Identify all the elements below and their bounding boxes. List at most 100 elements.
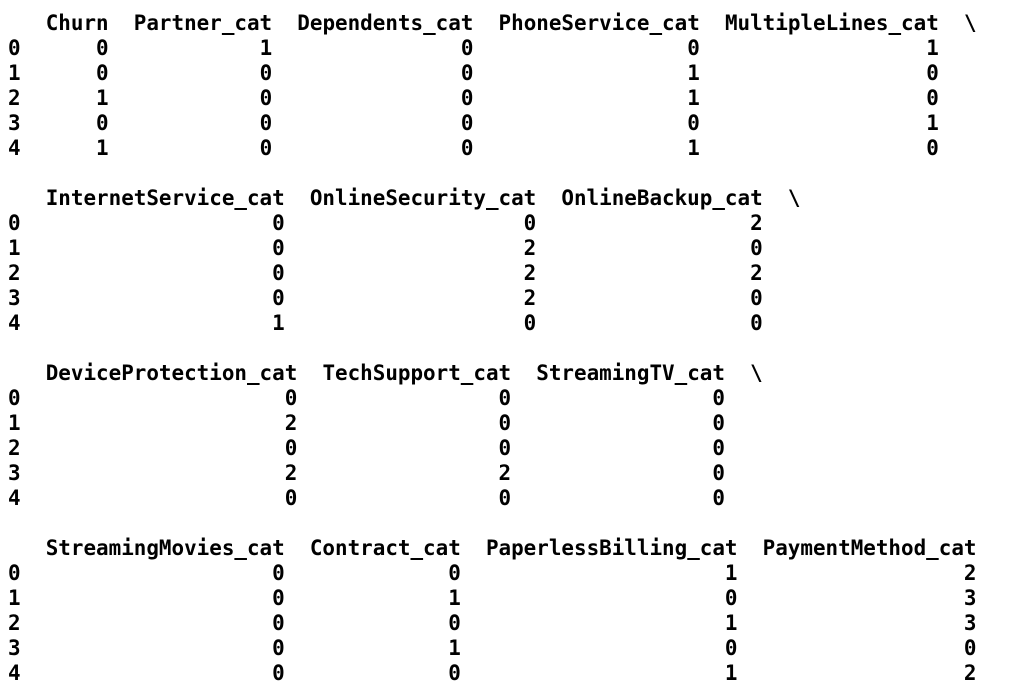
- row-index: 1: [8, 586, 21, 610]
- table-cell: 3: [963, 611, 977, 635]
- table-row: 0 0 0 1 2: [8, 561, 977, 586]
- column-header: PhoneService_cat: [498, 11, 700, 35]
- column-header: InternetService_cat: [45, 186, 285, 210]
- table-cell: 0: [687, 111, 700, 135]
- table-cell: 1: [926, 36, 939, 60]
- table-cell: 0: [272, 236, 285, 260]
- blank-line: [8, 161, 977, 186]
- continuation-marker: \: [787, 186, 801, 210]
- header-row: DeviceProtection_cat TechSupport_cat Str…: [8, 361, 977, 386]
- table-row: 3 0 2 0: [8, 286, 977, 311]
- table-cell: 3: [963, 586, 977, 610]
- row-index: 0: [8, 561, 21, 585]
- table-cell: 0: [448, 661, 461, 685]
- table-cell: 0: [96, 36, 109, 60]
- table-cell: 2: [963, 561, 977, 585]
- row-index: 4: [8, 486, 21, 510]
- table-cell: 0: [498, 486, 512, 510]
- table-row: 4 0 0 1 2: [8, 661, 977, 686]
- table-cell: 0: [712, 411, 725, 435]
- column-header: Dependents_cat: [297, 11, 474, 35]
- table-row: 1 2 0 0: [8, 411, 977, 436]
- continuation-marker: \: [750, 361, 763, 385]
- table-cell: 1: [687, 136, 700, 160]
- table-cell: 2: [963, 661, 977, 685]
- blank-line: [8, 336, 977, 361]
- column-header: StreamingMovies_cat: [45, 536, 285, 560]
- table-cell: 0: [259, 61, 273, 85]
- table-cell: 0: [712, 386, 725, 410]
- table-cell: 0: [272, 261, 285, 285]
- row-index: 2: [8, 611, 21, 635]
- table-cell: 1: [687, 86, 700, 110]
- table-cell: 2: [498, 461, 512, 485]
- table-cell: 0: [498, 411, 512, 435]
- continuation-marker: \: [963, 11, 977, 35]
- table-cell: 0: [448, 611, 461, 635]
- table-row: 1 0 1 0 3: [8, 586, 977, 611]
- table-cell: 0: [963, 636, 977, 660]
- table-cell: 0: [523, 311, 537, 335]
- table-row: 4 0 0 0: [8, 486, 977, 511]
- table-cell: 0: [272, 211, 285, 235]
- row-index: 0: [8, 386, 21, 410]
- dataframe-output: Churn Partner_cat Dependents_cat PhoneSe…: [8, 11, 977, 686]
- header-row: InternetService_cat OnlineSecurity_cat O…: [8, 186, 977, 211]
- table-cell: 0: [498, 386, 512, 410]
- row-index: 4: [8, 136, 21, 160]
- table-cell: 0: [96, 61, 109, 85]
- column-header: PaymentMethod_cat: [762, 536, 977, 560]
- table-row: 1 0 2 0: [8, 236, 977, 261]
- table-cell: 1: [96, 136, 109, 160]
- table-cell: 0: [712, 436, 725, 460]
- table-cell: 1: [272, 311, 285, 335]
- table-cell: 0: [460, 111, 474, 135]
- table-row: 2 1 0 0 1 0: [8, 86, 977, 111]
- row-index: 1: [8, 411, 21, 435]
- table-cell: 0: [498, 436, 512, 460]
- table-cell: 0: [460, 61, 474, 85]
- table-cell: 0: [750, 286, 763, 310]
- table-cell: 0: [259, 111, 273, 135]
- table-cell: 2: [750, 261, 763, 285]
- column-header: Contract_cat: [309, 536, 461, 560]
- table-cell: 1: [724, 611, 738, 635]
- table-cell: 0: [724, 636, 738, 660]
- table-cell: 2: [284, 411, 298, 435]
- table-row: 4 1 0 0 1 0: [8, 136, 977, 161]
- column-header: MultipleLines_cat: [724, 11, 939, 35]
- row-index: 2: [8, 261, 21, 285]
- table-cell: 2: [523, 236, 537, 260]
- table-cell: 2: [523, 261, 537, 285]
- table-row: 2 0 0 1 3: [8, 611, 977, 636]
- table-cell: 0: [272, 661, 285, 685]
- table-cell: 0: [750, 236, 763, 260]
- table-cell: 0: [284, 386, 298, 410]
- table-cell: 0: [712, 461, 725, 485]
- table-row: 0 0 0 0: [8, 386, 977, 411]
- table-row: 4 1 0 0: [8, 311, 977, 336]
- row-index: 4: [8, 661, 21, 685]
- table-row: 0 0 1 0 0 1: [8, 36, 977, 61]
- row-index: 3: [8, 286, 21, 310]
- column-header: Churn: [45, 11, 109, 35]
- column-header: OnlineBackup_cat: [561, 186, 763, 210]
- table-cell: 0: [272, 561, 285, 585]
- table-cell: 1: [724, 561, 738, 585]
- row-index: 2: [8, 86, 21, 110]
- table-cell: 0: [259, 86, 273, 110]
- table-cell: 0: [687, 36, 700, 60]
- table-row: 2 0 0 0: [8, 436, 977, 461]
- row-index: 1: [8, 236, 21, 260]
- table-cell: 1: [448, 636, 461, 660]
- table-cell: 0: [750, 311, 763, 335]
- table-cell: 2: [523, 286, 537, 310]
- table-row: 3 0 0 0 0 1: [8, 111, 977, 136]
- table-cell: 0: [259, 136, 273, 160]
- table-cell: 0: [448, 561, 461, 585]
- table-cell: 0: [284, 436, 298, 460]
- table-row: 3 2 2 0: [8, 461, 977, 486]
- table-row: 2 0 2 2: [8, 261, 977, 286]
- column-header: TechSupport_cat: [322, 361, 512, 385]
- column-header: StreamingTV_cat: [536, 361, 725, 385]
